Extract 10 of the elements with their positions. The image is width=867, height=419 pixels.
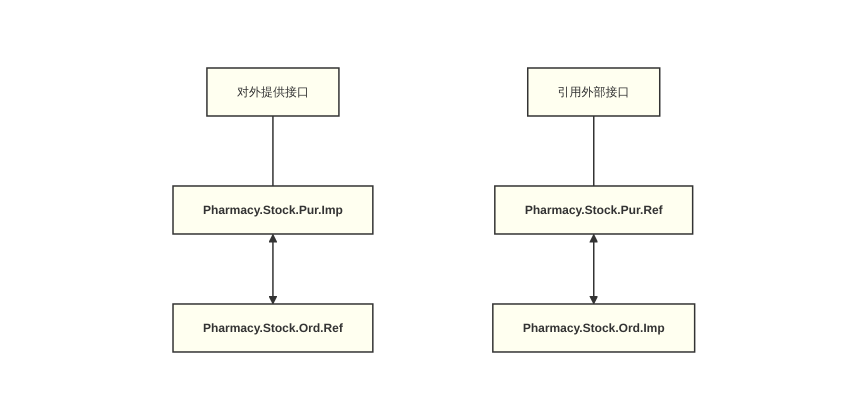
- node-box: 对外提供接口: [206, 66, 340, 116]
- node-box: Pharmacy.Stock.Ord.Ref: [172, 302, 374, 352]
- node-box: Pharmacy.Stock.Pur.Ref: [494, 184, 694, 234]
- node-box: 引用外部接口: [526, 66, 660, 116]
- connector: [592, 116, 594, 186]
- connector: [272, 116, 274, 186]
- node-box: Pharmacy.Stock.Ord.Imp: [492, 302, 696, 352]
- arrow: [589, 234, 598, 304]
- arrow: [268, 234, 277, 304]
- node-box: Pharmacy.Stock.Pur.Imp: [172, 184, 374, 234]
